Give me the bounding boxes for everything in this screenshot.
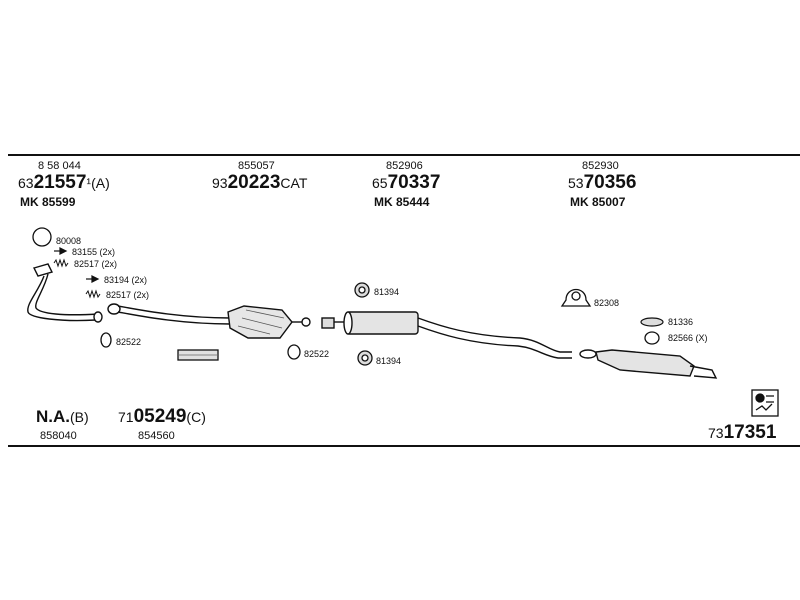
footer-mid-part: 7105249(C) — [118, 406, 206, 427]
label-83155: 83155 (2x) — [72, 247, 116, 257]
footer-left-ref: 858040 — [40, 430, 77, 442]
footer-right-part: 7317351 — [708, 422, 777, 443]
label-81394b: 81394 — [376, 356, 402, 366]
label-82517b: 82517 (2x) — [106, 290, 150, 300]
col1-part-number: 6321557¹(A) — [18, 172, 110, 193]
gasket-82566 — [644, 331, 660, 345]
clamp-80008 — [32, 227, 52, 247]
bolts-83155 — [54, 247, 68, 255]
label-80008: 80008 — [56, 236, 82, 246]
label-82517a: 82517 (2x) — [74, 259, 118, 269]
mount-81336 — [640, 317, 664, 327]
springs-82517a — [53, 258, 69, 268]
springs-82517b — [85, 289, 101, 299]
catalytic-converter — [107, 303, 311, 339]
col4-part-number: 5370356 — [568, 172, 637, 193]
col4-mk: MK 85007 — [570, 195, 626, 209]
col3-part-number: 6570337 — [372, 172, 441, 193]
heat-shield-05249 — [177, 349, 219, 361]
clamp-82308 — [560, 288, 592, 307]
label-82566: 82566 (X) — [668, 333, 708, 343]
col3-mk: MK 85444 — [374, 195, 430, 209]
label-81394a: 81394 — [374, 287, 400, 297]
footer-left-part: N.A.(B) — [36, 407, 89, 426]
kit-box-icon — [751, 389, 779, 417]
front-silencer — [321, 311, 572, 359]
label-82308: 82308 — [594, 298, 620, 308]
bolts-83194 — [86, 275, 100, 283]
mount-81394a — [354, 282, 370, 298]
gasket-82522a — [100, 332, 112, 348]
label-83194: 83194 (2x) — [104, 275, 148, 285]
label-82522b: 82522 — [304, 349, 330, 359]
col4-ref: 852930 — [582, 160, 619, 172]
col3-ref: 852906 — [386, 160, 423, 172]
col2-ref: 855057 — [238, 160, 275, 172]
col1-ref: 8 58 044 — [38, 160, 81, 172]
front-pipe — [27, 263, 103, 323]
label-82522a: 82522 — [116, 337, 142, 347]
label-81336: 81336 — [668, 317, 694, 327]
col1-mk: MK 85599 — [20, 195, 76, 209]
mount-81394b — [357, 350, 373, 366]
rear-silencer — [579, 349, 718, 379]
footer-mid-ref: 854560 — [138, 430, 175, 442]
col2-part-number: 9320223CAT — [212, 172, 308, 193]
gasket-82522b — [287, 344, 301, 360]
